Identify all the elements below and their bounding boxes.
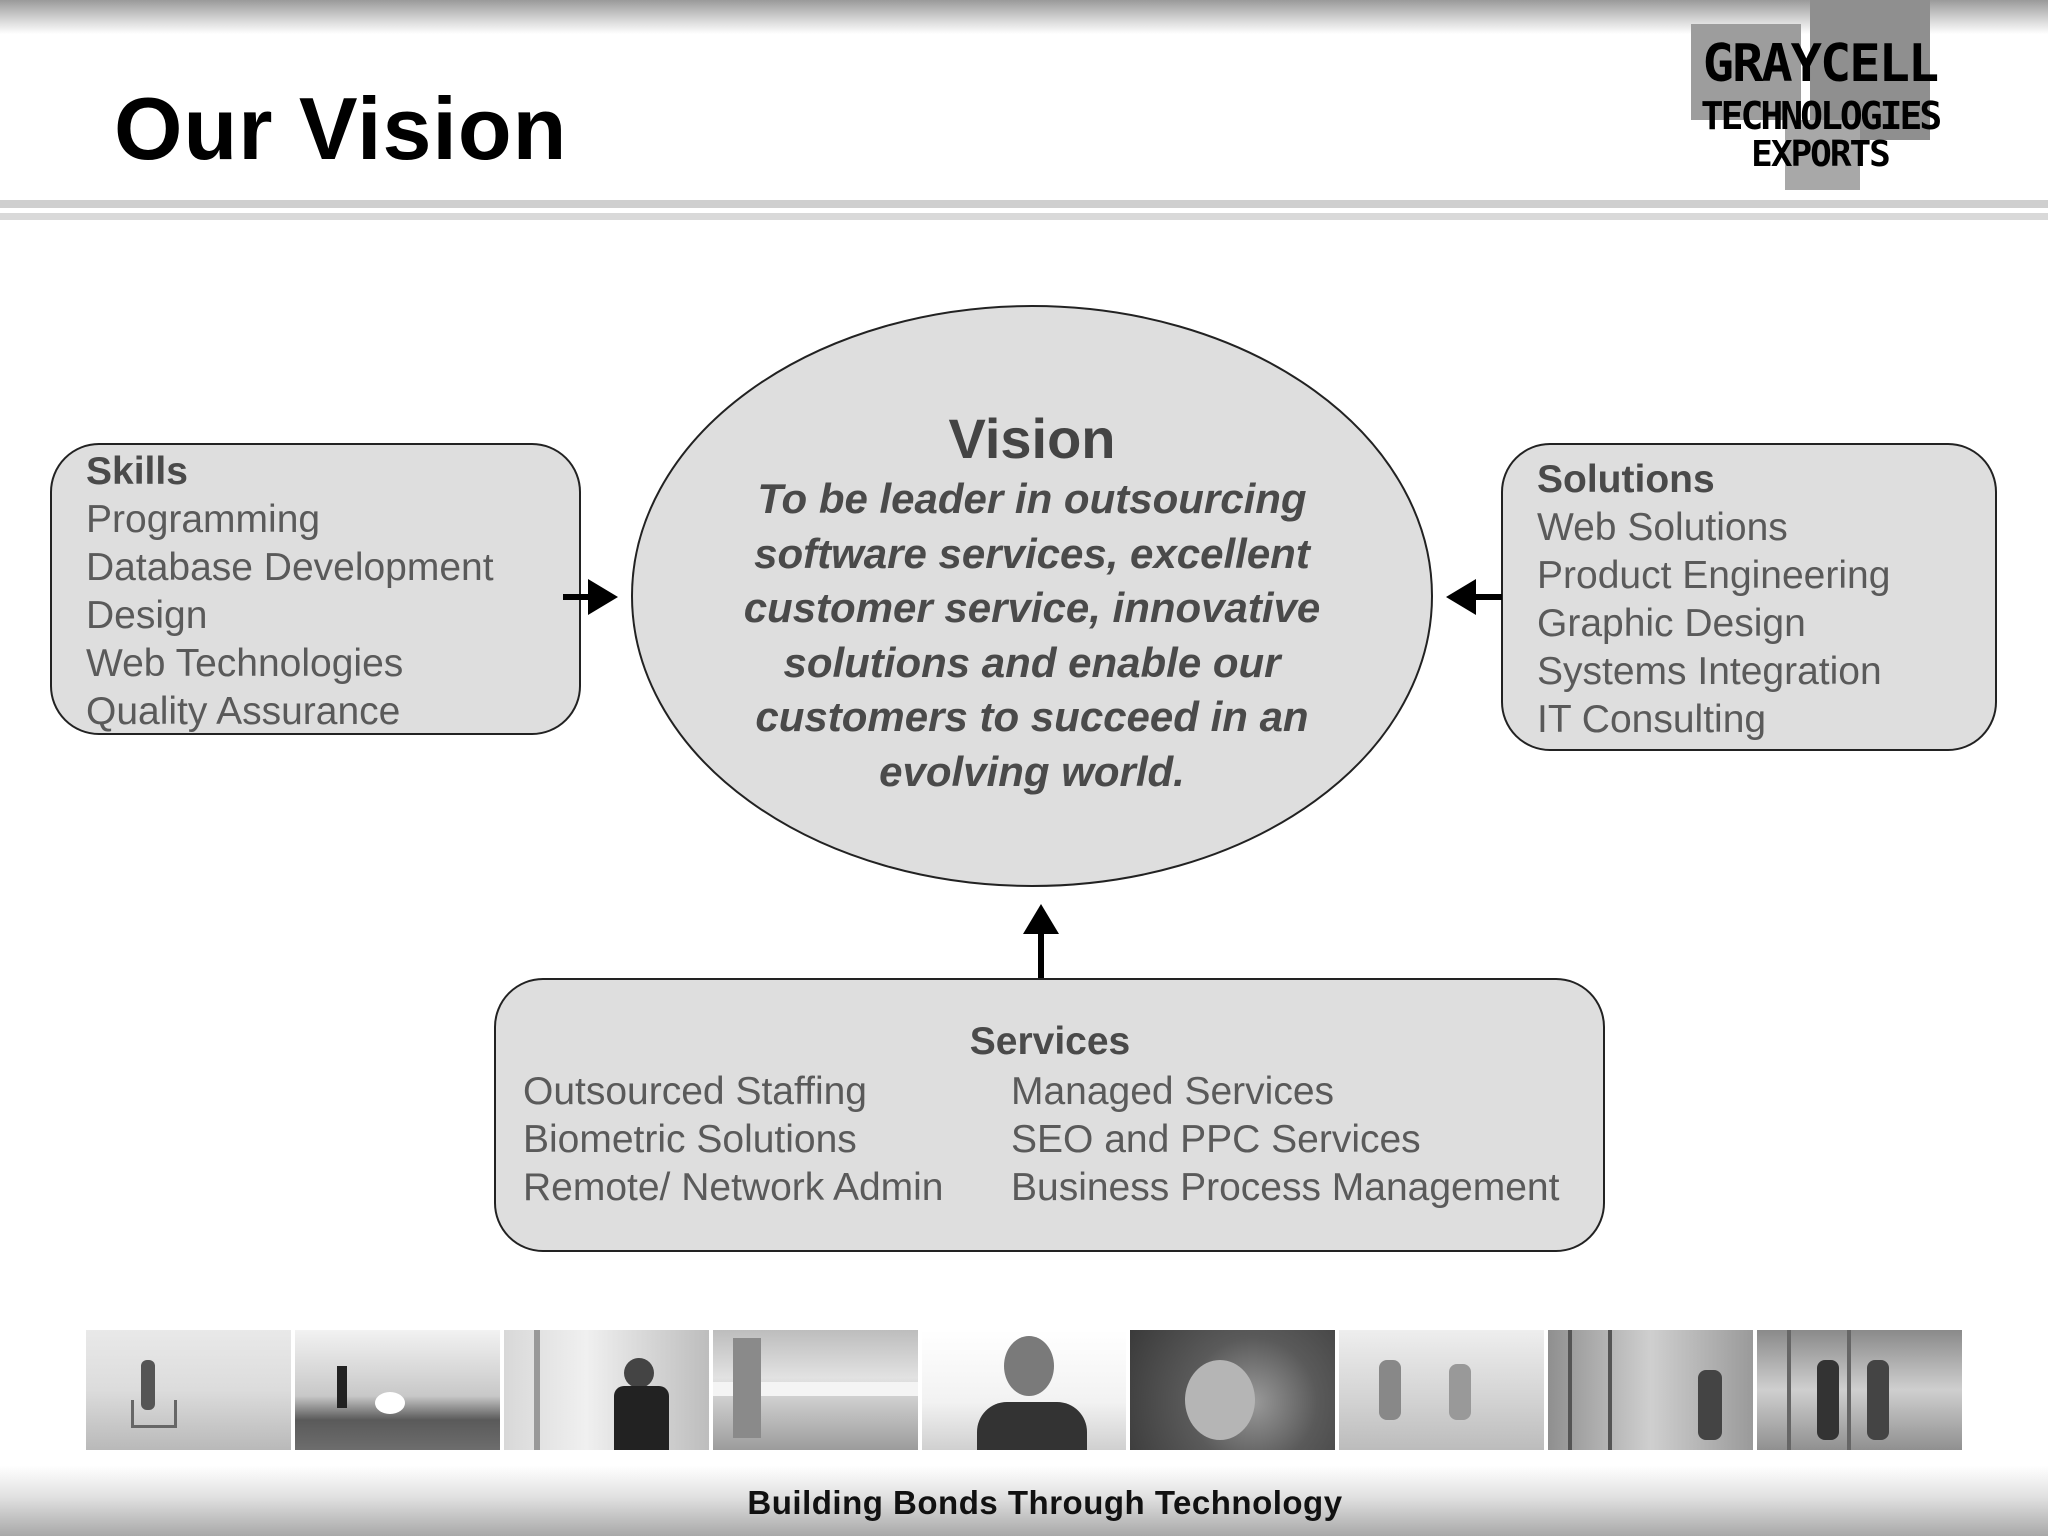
services-item: Biometric Solutions [523,1118,857,1161]
header-divider [0,213,2048,220]
logo-block [1691,24,1801,120]
solutions-item: Systems Integration [1537,650,1882,693]
phone-call-photo [1130,1330,1336,1450]
smiling-man-photo [921,1330,1127,1450]
solutions-item: Product Engineering [1537,554,1891,597]
logo-line-2: TECHNOLOGIES [1700,94,1943,138]
vision-ellipse [631,305,1433,887]
handshake-photo [1757,1330,1963,1450]
services-item: Outsourced Staffing [523,1070,867,1113]
services-heading: Services [969,1020,1131,1063]
walking-people-photo [1548,1330,1754,1450]
services-left-column: Outsourced Staffing Biometric Solutions … [523,1068,944,1212]
beach-chair-photo [86,1330,291,1450]
sunset-silhouette-photo [294,1330,500,1450]
services-item: Business Process Management [1011,1166,1560,1209]
vision-statement: To be leader in outsourcing software ser… [682,472,1382,799]
logo-block [1810,0,1930,140]
vision-line: customers to succeed in an [755,693,1309,740]
skills-box [50,443,581,735]
bottom-gradient-band [0,1466,2048,1536]
company-logo: GRAYCELL TECHNOLOGIES EXPORTS [1680,0,1960,190]
logo-line-3: EXPORTS [1751,134,1891,175]
skills-item: Web Technologies [86,642,404,685]
services-right-column: Managed Services SEO and PPC Services Bu… [1011,1068,1559,1212]
solutions-item: Graphic Design [1537,602,1806,645]
skills-item: Design [86,594,208,637]
office-lobby-photo [712,1330,918,1450]
services-item: SEO and PPC Services [1011,1118,1421,1161]
solutions-item: Web Solutions [1537,506,1788,549]
photo-strip [86,1330,1963,1450]
vision-line: software services, excellent [754,529,1310,577]
vision-line: customer service, innovative [743,584,1321,631]
vision-line: To be leader in outsourcing [757,475,1307,522]
services-item: Managed Services [1011,1070,1335,1113]
logo-line-1: GRAYCELL [1702,34,1939,94]
skills-heading: Skills [86,450,188,493]
vision-heading: Vision [948,407,1116,470]
tagline: Building Bonds Through Technology [747,1484,1343,1521]
header-divider [0,200,2048,208]
solutions-text: Solutions Web Solutions Product Engineer… [1537,456,1890,744]
vision-line: evolving world. [879,747,1185,795]
skills-item: Database Development [86,546,494,589]
solutions-item: IT Consulting [1537,698,1767,741]
skills-text: Skills Programming Database Development … [86,448,494,736]
meeting-group-photo [1339,1330,1545,1450]
vision-line: solutions and enable our [783,638,1281,686]
page-title: Our Vision [114,79,568,178]
skills-item: Quality Assurance [86,690,401,733]
solutions-heading: Solutions [1537,458,1715,501]
skills-item: Programming [86,498,321,541]
services-item: Remote/ Network Admin [523,1166,944,1209]
businessman-doorway-photo [503,1330,709,1450]
services-box [494,978,1605,1252]
logo-block [1785,120,1860,190]
